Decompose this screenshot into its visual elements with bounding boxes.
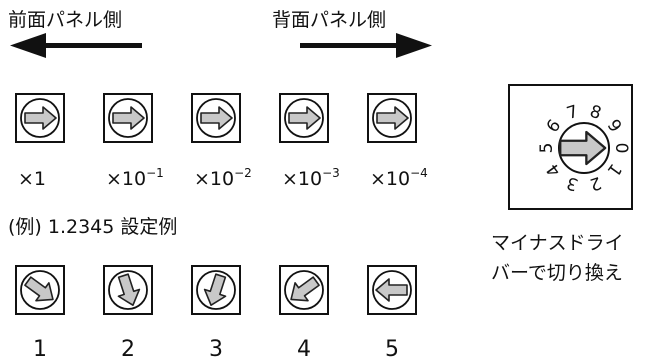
example-switch-4 [279, 265, 329, 315]
multiplier-switch-2 [103, 93, 153, 143]
multiplier-label: ×10−2 [194, 166, 252, 190]
dial-number: 5 [537, 143, 557, 154]
example-switch-row [15, 265, 417, 315]
multiplier-label: ×10−1 [106, 166, 164, 190]
example-switch-1 [15, 265, 65, 315]
example-switch-3 [191, 265, 241, 315]
dial-number: 0 [611, 143, 631, 154]
multiplier-label: ×10−4 [370, 166, 428, 190]
driver-caption-line1: マイナスドライ [491, 232, 624, 254]
multiplier-switch-row [15, 93, 417, 143]
example-switch-5 [367, 265, 417, 315]
multiplier-switch-5 [367, 93, 417, 143]
example-digit-label: 4 [297, 337, 311, 360]
multiplier-label: ×10−3 [282, 166, 340, 190]
multiplier-switch-3 [191, 93, 241, 143]
example-digit-row: 1 2 3 4 5 [33, 337, 399, 362]
rear-direction-arrow [300, 33, 432, 58]
rear-panel-label: 背面パネル側 [272, 9, 386, 31]
example-caption: (例) 1.2345 設定例 [8, 216, 177, 238]
multiplier-label-row: ×1 ×10−1 ×10−2 ×10−3 ×10−4 [18, 166, 428, 190]
driver-caption-line2: バーで切り換え [491, 262, 623, 284]
front-panel-label: 前面パネル側 [8, 9, 122, 31]
example-digit-label: 2 [121, 337, 135, 360]
example-digit-label: 3 [209, 337, 223, 360]
multiplier-switch-4 [279, 93, 329, 143]
front-direction-arrow [10, 33, 142, 58]
multiplier-label: ×1 [18, 168, 46, 190]
example-digit-label: 1 [33, 337, 47, 360]
example-switch-2 [103, 265, 153, 315]
multiplier-switch-1 [15, 93, 65, 143]
example-digit-label: 5 [385, 337, 399, 360]
